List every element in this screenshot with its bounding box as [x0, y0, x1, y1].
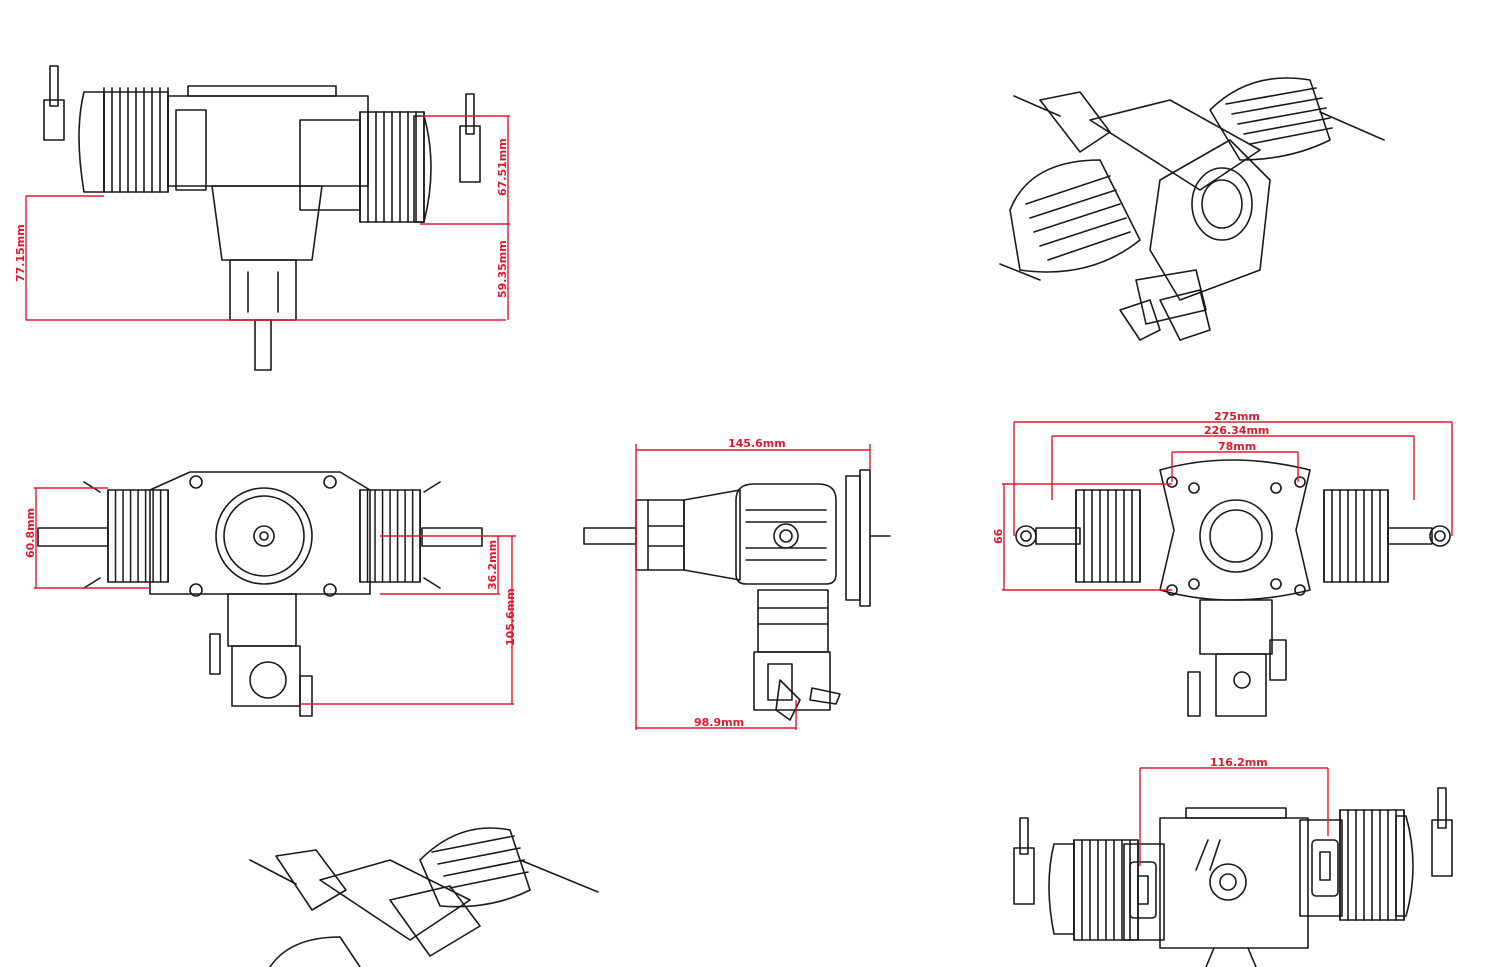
dim-67-51: 67.51mm — [496, 138, 509, 196]
dim-145-6: 145.6mm — [728, 437, 786, 450]
dim-98-9: 98.9mm — [694, 716, 744, 729]
dim-36-2: 36.2mm — [486, 540, 499, 590]
top-view: 77.15mm 67.51mm 59.35mm — [14, 65, 510, 371]
dim-60-8: 60.8mm — [24, 508, 37, 558]
front-view: 60.8mm 36.2mm 105.6mm — [24, 471, 517, 717]
dim-116-2: 116.2mm — [1210, 756, 1268, 769]
dim-66: 66 — [992, 528, 1005, 544]
dim-226-34: 226.34mm — [1204, 424, 1269, 437]
dim-59-35: 59.35mm — [496, 240, 509, 298]
bottom-view: 116.2mm — [1013, 756, 1453, 967]
side-view: 145.6mm 98.9mm — [583, 437, 891, 730]
dim-77-15: 77.15mm — [14, 224, 27, 282]
isometric-view-bottom — [249, 827, 599, 967]
dim-275: 275mm — [1214, 410, 1260, 423]
isometric-view-top — [999, 77, 1385, 341]
rear-view: 275mm 226.34mm 78mm 66 — [992, 410, 1453, 717]
dim-105-6: 105.6mm — [504, 588, 517, 646]
dim-78: 78mm — [1218, 440, 1256, 453]
